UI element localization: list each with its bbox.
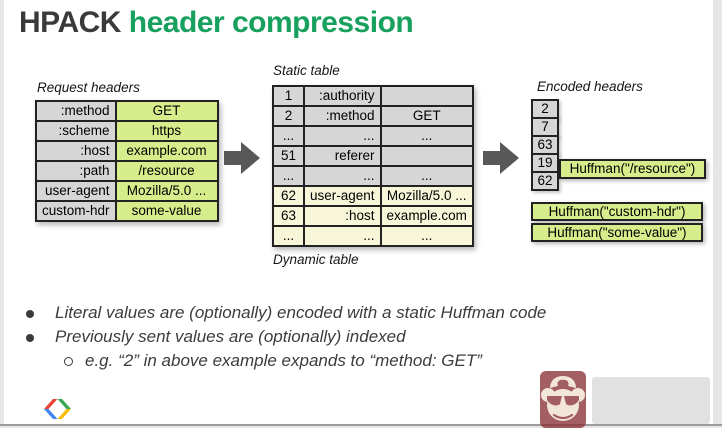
header-name-cell: user-agent: [303, 185, 382, 207]
encoded-index-cell: 19: [531, 153, 559, 173]
table-row: :scheme https: [35, 120, 219, 142]
header-name-cell: custom-hdr: [35, 200, 117, 222]
huffman-literal-cell: Huffman("some-value"): [531, 223, 703, 242]
bullet-dot: [26, 334, 34, 342]
table-row: ... ... ...: [272, 165, 474, 187]
sub-bullet-circle: [64, 357, 73, 366]
google-developers-logo-icon: [44, 399, 71, 419]
static-table-label: Static table: [273, 63, 340, 78]
encoded-index-stack: 2 7 63 19 62: [531, 99, 559, 191]
index-cell: ...: [272, 165, 305, 187]
index-cell: ...: [272, 225, 305, 247]
header-name-cell: :host: [35, 140, 117, 162]
header-value-cell: example.com: [379, 205, 474, 227]
header-value-cell: https: [114, 120, 219, 142]
header-value-cell: [379, 145, 474, 167]
static-dynamic-table: 1 :authority 2 :method GET ... ... ... 5…: [272, 85, 474, 247]
table-row: 2 :method GET: [272, 105, 474, 127]
monkey-sunglasses-logo-icon: [540, 371, 586, 428]
table-row: 62 user-agent Mozilla/5.0 ...: [272, 185, 474, 207]
index-cell: 63: [272, 205, 305, 227]
index-cell: 2: [272, 105, 305, 127]
sub-bullet-item: e.g. “2” in above example expands to “me…: [85, 351, 482, 370]
encoded-index-cell: 63: [531, 135, 559, 155]
header-value-cell: Mozilla/5.0 ...: [114, 180, 219, 202]
header-value-cell: [379, 85, 474, 107]
page-title: HPACK header compression: [19, 6, 414, 40]
encoded-headers-label: Encoded headers: [537, 79, 643, 94]
header-value-cell: Mozilla/5.0 ...: [379, 185, 474, 207]
header-value-cell: some-value: [114, 200, 219, 222]
header-value-cell: GET: [379, 105, 474, 127]
table-row: 1 :authority: [272, 85, 474, 107]
header-value-cell: GET: [114, 100, 219, 122]
huffman-literal-cell: Huffman("/resource"): [559, 159, 706, 179]
bullet-item: Literal values are (optionally) encoded …: [55, 303, 547, 322]
right-arrow-icon: [224, 142, 260, 174]
right-arrow-icon: [483, 142, 519, 174]
header-name-cell: referer: [303, 145, 382, 167]
table-row: :method GET: [35, 100, 219, 122]
header-name-cell: ...: [303, 225, 382, 247]
title-green: header compression: [128, 6, 414, 39]
table-row: :host example.com: [35, 140, 219, 162]
header-value-cell: /resource: [114, 160, 219, 182]
header-name-cell: :method: [303, 105, 382, 127]
table-row: custom-hdr some-value: [35, 200, 219, 222]
header-value-cell: ...: [379, 165, 474, 187]
header-name-cell: :authority: [303, 85, 382, 107]
table-row: ... ... ...: [272, 125, 474, 147]
slide-bottom-border: [0, 424, 722, 426]
header-name-cell: user-agent: [35, 180, 117, 202]
title-black: HPACK: [19, 6, 129, 39]
table-row: 51 referer: [272, 145, 474, 167]
header-value-cell: ...: [379, 125, 474, 147]
header-name-cell: ...: [303, 165, 382, 187]
encoded-index-cell: 2: [531, 99, 559, 119]
index-cell: 62: [272, 185, 305, 207]
watermark-text-area: [592, 377, 710, 424]
header-name-cell: :scheme: [35, 120, 117, 142]
header-name-cell: :method: [35, 100, 117, 122]
index-cell: ...: [272, 125, 305, 147]
table-row: user-agent Mozilla/5.0 ...: [35, 180, 219, 202]
table-row: 63 :host example.com: [272, 205, 474, 227]
header-value-cell: ...: [379, 225, 474, 247]
header-name-cell: :host: [303, 205, 382, 227]
header-name-cell: :path: [35, 160, 117, 182]
bullet-item: Previously sent values are (optionally) …: [55, 327, 406, 346]
table-row: :path /resource: [35, 160, 219, 182]
encoded-index-cell: 62: [531, 171, 559, 191]
index-cell: 51: [272, 145, 305, 167]
table-row: ... ... ...: [272, 225, 474, 247]
bullet-dot: [26, 310, 34, 318]
huffman-literal-cell: Huffman("custom-hdr"): [531, 202, 703, 221]
index-cell: 1: [272, 85, 305, 107]
header-name-cell: ...: [303, 125, 382, 147]
request-headers-label: Request headers: [37, 80, 140, 95]
dynamic-table-label: Dynamic table: [273, 252, 359, 267]
request-headers-table: :method GET :scheme https :host example.…: [35, 100, 219, 222]
encoded-index-cell: 7: [531, 117, 559, 137]
header-value-cell: example.com: [114, 140, 219, 162]
